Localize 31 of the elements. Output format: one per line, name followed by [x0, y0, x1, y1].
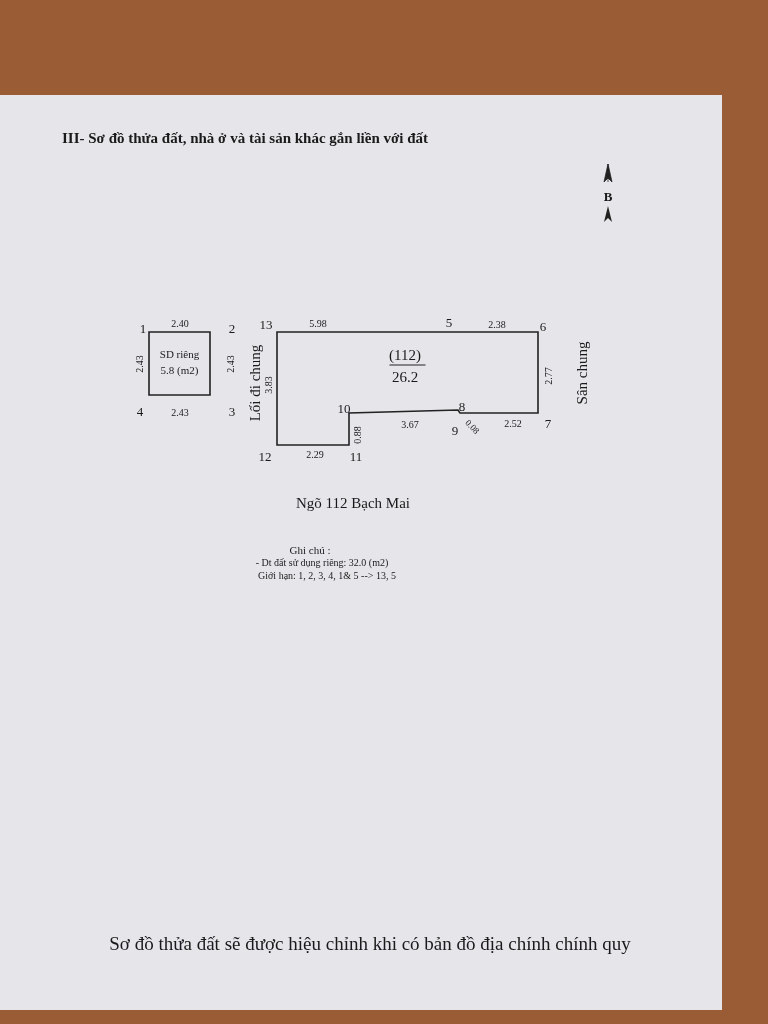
street-label: Ngõ 112 Bạch Mai — [296, 495, 410, 511]
dimension-label: 2.43 — [171, 408, 189, 418]
point-number: 5 — [445, 315, 453, 329]
point-number: 6 — [539, 319, 547, 333]
dimension-label: 3.67 — [401, 420, 419, 430]
dimension-label: 2.52 — [504, 419, 522, 429]
dimension-label: 2.43 — [226, 355, 236, 373]
north-label: B — [603, 189, 613, 203]
yard-label: Sân chung — [574, 341, 590, 405]
point-number: 12 — [258, 449, 272, 463]
footnote-text: Sơ đồ thửa đất sẽ được hiệu chỉnh khi có bản đồ địa chính chính quy — [109, 933, 631, 953]
dimension-label: 0.88 — [353, 426, 363, 444]
note-text: - Dt đất sử dụng riêng: 32.0 (m2) — [255, 558, 389, 568]
area-value: 26.2 — [391, 369, 419, 385]
point-number: 2 — [228, 321, 236, 335]
area-label: SD riêng 5.8 (m2) — [158, 347, 201, 378]
point-number: 1 — [139, 321, 147, 335]
note-heading: Ghi chú : — [289, 544, 331, 556]
point-number: 7 — [544, 416, 552, 430]
point-number: 3 — [228, 404, 236, 418]
point-number: 10 — [337, 401, 351, 415]
path-label: Lối đi chung — [247, 344, 263, 422]
parcel-number: (112) — [389, 347, 421, 363]
note-text: Giới hạn: 1, 2, 3, 4, 1& 5 --> 13, 5 — [258, 571, 396, 581]
dimension-label: 0.08 — [463, 418, 481, 436]
point-number: 9 — [451, 423, 459, 437]
section-title: III- Sơ đồ thửa đất, nhà ở và tài sản khác gắn liền với đất — [62, 130, 429, 146]
point-number: 4 — [136, 404, 144, 418]
point-number: 11 — [349, 449, 363, 463]
point-number: 8 — [458, 399, 466, 413]
point-number: 13 — [259, 317, 273, 331]
